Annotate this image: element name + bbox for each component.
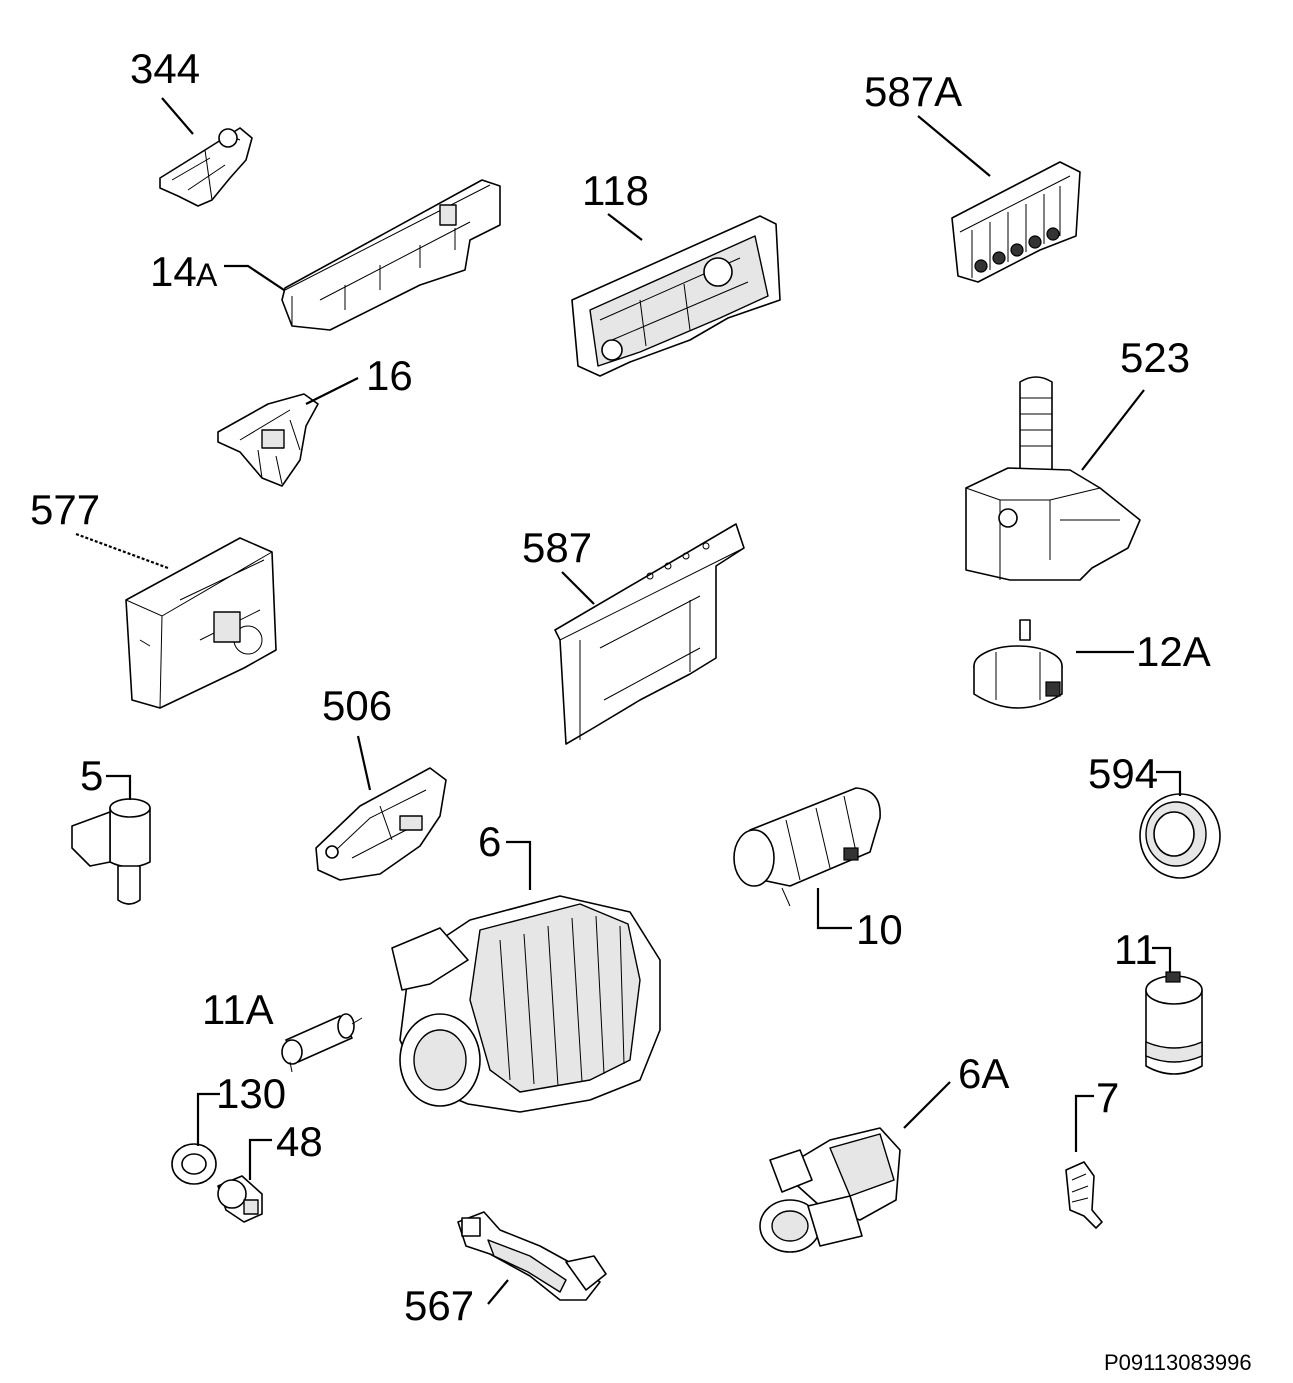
leader-5 <box>106 774 132 800</box>
leader-6 <box>506 840 532 890</box>
leader-523 <box>1081 389 1145 471</box>
leader-6a <box>903 1081 951 1129</box>
part-5[interactable] <box>71 798 151 905</box>
label-5: 5 <box>80 752 103 799</box>
leader-14a <box>224 264 285 291</box>
part-587a[interactable] <box>951 161 1081 283</box>
label-344: 344 <box>130 45 200 92</box>
leader-16 <box>305 377 359 405</box>
leader-594 <box>1156 770 1182 796</box>
label-506: 506 <box>322 682 392 729</box>
label-6a: 6A <box>958 1050 1009 1097</box>
label-118: 118 <box>582 167 649 214</box>
leader-506 <box>356 735 372 791</box>
label-7: 7 <box>1096 1074 1119 1121</box>
leader-130 <box>196 1092 220 1146</box>
leader-587 <box>561 571 595 605</box>
label-587a: 587A <box>864 68 962 115</box>
label-48: 48 <box>276 1118 323 1165</box>
part-14a[interactable] <box>281 179 501 331</box>
label-12a: 12A <box>1136 628 1211 675</box>
leader-48 <box>248 1138 272 1180</box>
part-10[interactable] <box>733 787 881 907</box>
leader-344 <box>161 97 194 135</box>
part-7[interactable] <box>1065 1161 1103 1229</box>
part-523[interactable] <box>965 376 1141 581</box>
leader-10 <box>816 888 852 930</box>
leader-11 <box>1152 946 1172 972</box>
label-587: 587 <box>522 524 592 571</box>
leader-587a <box>917 115 991 177</box>
drawing-code: P09113083996 <box>1104 1350 1252 1375</box>
label-10: 10 <box>856 906 903 953</box>
part-594[interactable] <box>1139 793 1221 879</box>
part-344[interactable] <box>159 127 253 207</box>
part-587[interactable] <box>554 523 745 745</box>
part-6a[interactable] <box>759 1127 901 1253</box>
part-16[interactable] <box>217 393 319 487</box>
leader-118 <box>607 213 643 241</box>
label-523: 523 <box>1120 334 1190 381</box>
label-577: 577 <box>30 486 100 533</box>
part-48[interactable] <box>217 1175 263 1223</box>
part-506[interactable] <box>315 767 447 881</box>
label-11: 11 <box>1114 926 1158 973</box>
leader-7 <box>1074 1094 1094 1152</box>
label-594: 594 <box>1088 750 1158 797</box>
label-130: 130 <box>216 1070 286 1117</box>
part-12a[interactable] <box>973 619 1063 709</box>
leader-567 <box>487 1279 509 1305</box>
part-11a[interactable] <box>281 1013 363 1073</box>
label-16: 16 <box>366 352 413 399</box>
part-577[interactable] <box>125 537 277 709</box>
label-14a-number: 14 <box>150 248 197 295</box>
leader-577 <box>75 532 169 570</box>
part-11[interactable] <box>1145 971 1203 1075</box>
label-11a: 11A <box>202 986 274 1033</box>
part-6[interactable] <box>391 895 661 1113</box>
label-567: 567 <box>404 1282 474 1329</box>
part-118[interactable] <box>571 215 781 377</box>
label-6: 6 <box>478 818 501 865</box>
part-130[interactable] <box>171 1143 217 1185</box>
label-14a-suffix: A <box>196 257 218 293</box>
part-567[interactable] <box>457 1211 607 1301</box>
